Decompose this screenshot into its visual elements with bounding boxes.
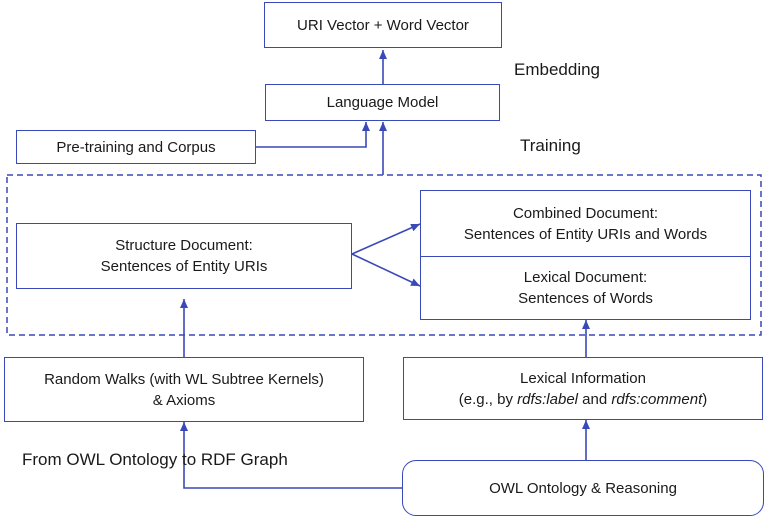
embedding-label: Embedding [514,60,601,79]
arrow-pretraining-to-model [256,122,370,148]
structure-document-subtitle: Sentences of Entity URIs [100,258,268,275]
lexical-information-title: Lexical Information [520,369,646,387]
lexinfo-prefix: (e.g., by [458,390,518,408]
lexinfo-mid: and [578,390,612,408]
training-label: Training [520,136,581,155]
combined-document-title: Combined Document: [512,205,659,222]
arrow-owl-to-walks [180,422,402,489]
uri-word-vector-text: URI Vector + Word Vector [297,16,469,34]
lexical-document-title: Lexical Document: [523,269,648,286]
training-region [6,174,762,336]
random-walks-box: Random Walks (with WL Subtree Kernels) &… [4,357,364,422]
rdfs-comment-term: rdfs:comment [611,390,703,408]
lexinfo-suffix: ) [702,390,708,408]
owl-to-rdf-label: From OWL Ontology to RDF Graph [22,450,288,469]
language-model-text: Language Model [326,94,439,111]
lexical-document-subtitle: Sentences of Words [518,290,653,307]
uri-word-vector-box: URI Vector + Word Vector [264,2,502,48]
pretraining-corpus-text: Pre-training and Corpus [56,138,216,156]
owl-reasoning-text: OWL Ontology & Reasoning [489,479,677,497]
structure-document-box: Structure Document: Sentences of Entity … [16,223,352,289]
random-walks-subtitle: & Axioms [152,391,216,409]
combined-document-box: Combined Document: Sentences of Entity U… [420,190,751,258]
language-model-box: Language Model [265,84,500,121]
arrow-structure-to-combined [351,223,421,255]
lexical-document-box: Lexical Document: Sentences of Words [420,256,751,320]
structure-document-title: Structure Document: [115,237,253,254]
owl-reasoning-box: OWL Ontology & Reasoning [402,460,764,516]
lexical-information-example: (e.g., by rdfs:label and rdfs:comment) [459,389,707,410]
lexical-information-box: Lexical Information (e.g., by rdfs:label… [403,357,763,420]
rdfs-label-term: rdfs:label [517,390,578,408]
random-walks-title: Random Walks (with WL Subtree Kernels) [44,370,324,388]
combined-document-subtitle: Sentences of Entity URIs and Words [463,226,708,243]
pretraining-corpus-box: Pre-training and Corpus [16,130,256,164]
arrow-structure-to-lexical [351,253,421,287]
